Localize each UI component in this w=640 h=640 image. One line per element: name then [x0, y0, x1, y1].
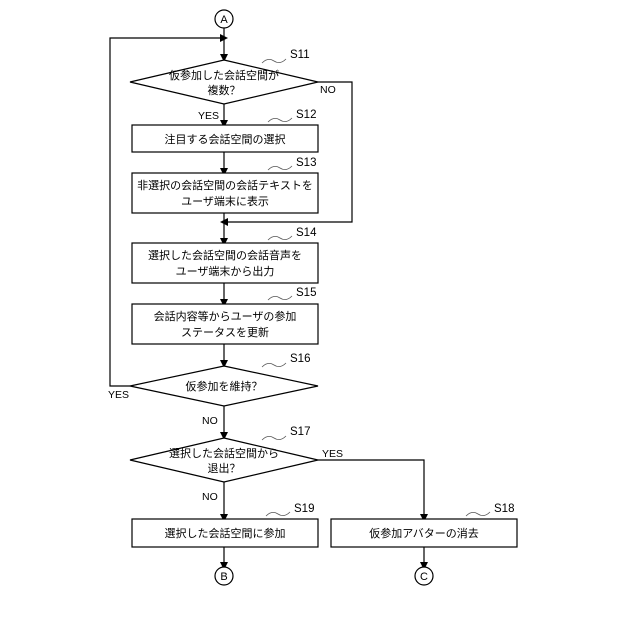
- svg-text:仮参加を維持？: 仮参加を維持？: [186, 379, 263, 393]
- svg-text:A: A: [220, 14, 228, 26]
- svg-text:非選択の会話空間の会話テキストを: 非選択の会話空間の会話テキストを: [137, 178, 313, 192]
- svg-text:S15: S15: [296, 287, 316, 299]
- process-s15: 会話内容等からユーザの参加 ステータスを更新 S15: [132, 287, 318, 344]
- s17-yes-line: [318, 460, 424, 518]
- svg-text:選択した会話空間から: 選択した会話空間から: [169, 446, 279, 460]
- s11-yes-label: YES: [198, 110, 219, 122]
- process-s14: 選択した会話空間の会話音声を ユーザ端末から出力 S14: [132, 227, 318, 283]
- svg-text:会話内容等からユーザの参加: 会話内容等からユーザの参加: [154, 309, 297, 323]
- process-s13: 非選択の会話空間の会話テキストを ユーザ端末に表示 S13: [132, 157, 318, 213]
- svg-text:S18: S18: [494, 503, 514, 515]
- connector-c: C: [415, 567, 433, 585]
- svg-text:選択した会話空間の会話音声を: 選択した会話空間の会話音声を: [148, 248, 302, 262]
- s17-yes-label: YES: [322, 448, 343, 460]
- process-s19: 選択した会話空間に参加 S19: [132, 503, 318, 547]
- svg-text:S13: S13: [296, 157, 316, 169]
- svg-text:ユーザ端末から出力: ユーザ端末から出力: [176, 264, 275, 278]
- svg-text:B: B: [220, 571, 227, 583]
- svg-text:C: C: [420, 571, 428, 583]
- svg-text:複数？: 複数？: [208, 83, 241, 97]
- svg-text:退出？: 退出？: [208, 461, 241, 475]
- svg-text:S12: S12: [296, 109, 316, 121]
- process-s12: 注目する会話空間の選択 S12: [132, 109, 318, 152]
- svg-text:S19: S19: [294, 503, 314, 515]
- svg-text:仮参加アバターの消去: 仮参加アバターの消去: [369, 526, 479, 540]
- connector-a: A: [215, 10, 233, 28]
- svg-text:選択した会話空間に参加: 選択した会話空間に参加: [165, 526, 286, 540]
- svg-text:S16: S16: [290, 353, 310, 365]
- svg-text:ステータスを更新: ステータスを更新: [181, 325, 269, 339]
- connector-b: B: [215, 567, 233, 585]
- svg-text:S14: S14: [296, 227, 317, 239]
- svg-text:S17: S17: [290, 426, 310, 438]
- s11-no-label: NO: [320, 84, 336, 96]
- s17-no-label: NO: [202, 491, 218, 503]
- svg-text:注目する会話空間の選択: 注目する会話空間の選択: [165, 132, 286, 146]
- svg-text:仮参加した会話空間が: 仮参加した会話空間が: [169, 68, 279, 82]
- s16-yes-label: YES: [108, 389, 129, 401]
- svg-text:ユーザ端末に表示: ユーザ端末に表示: [181, 194, 269, 208]
- s16-no-label: NO: [202, 415, 218, 427]
- svg-text:S11: S11: [290, 49, 310, 61]
